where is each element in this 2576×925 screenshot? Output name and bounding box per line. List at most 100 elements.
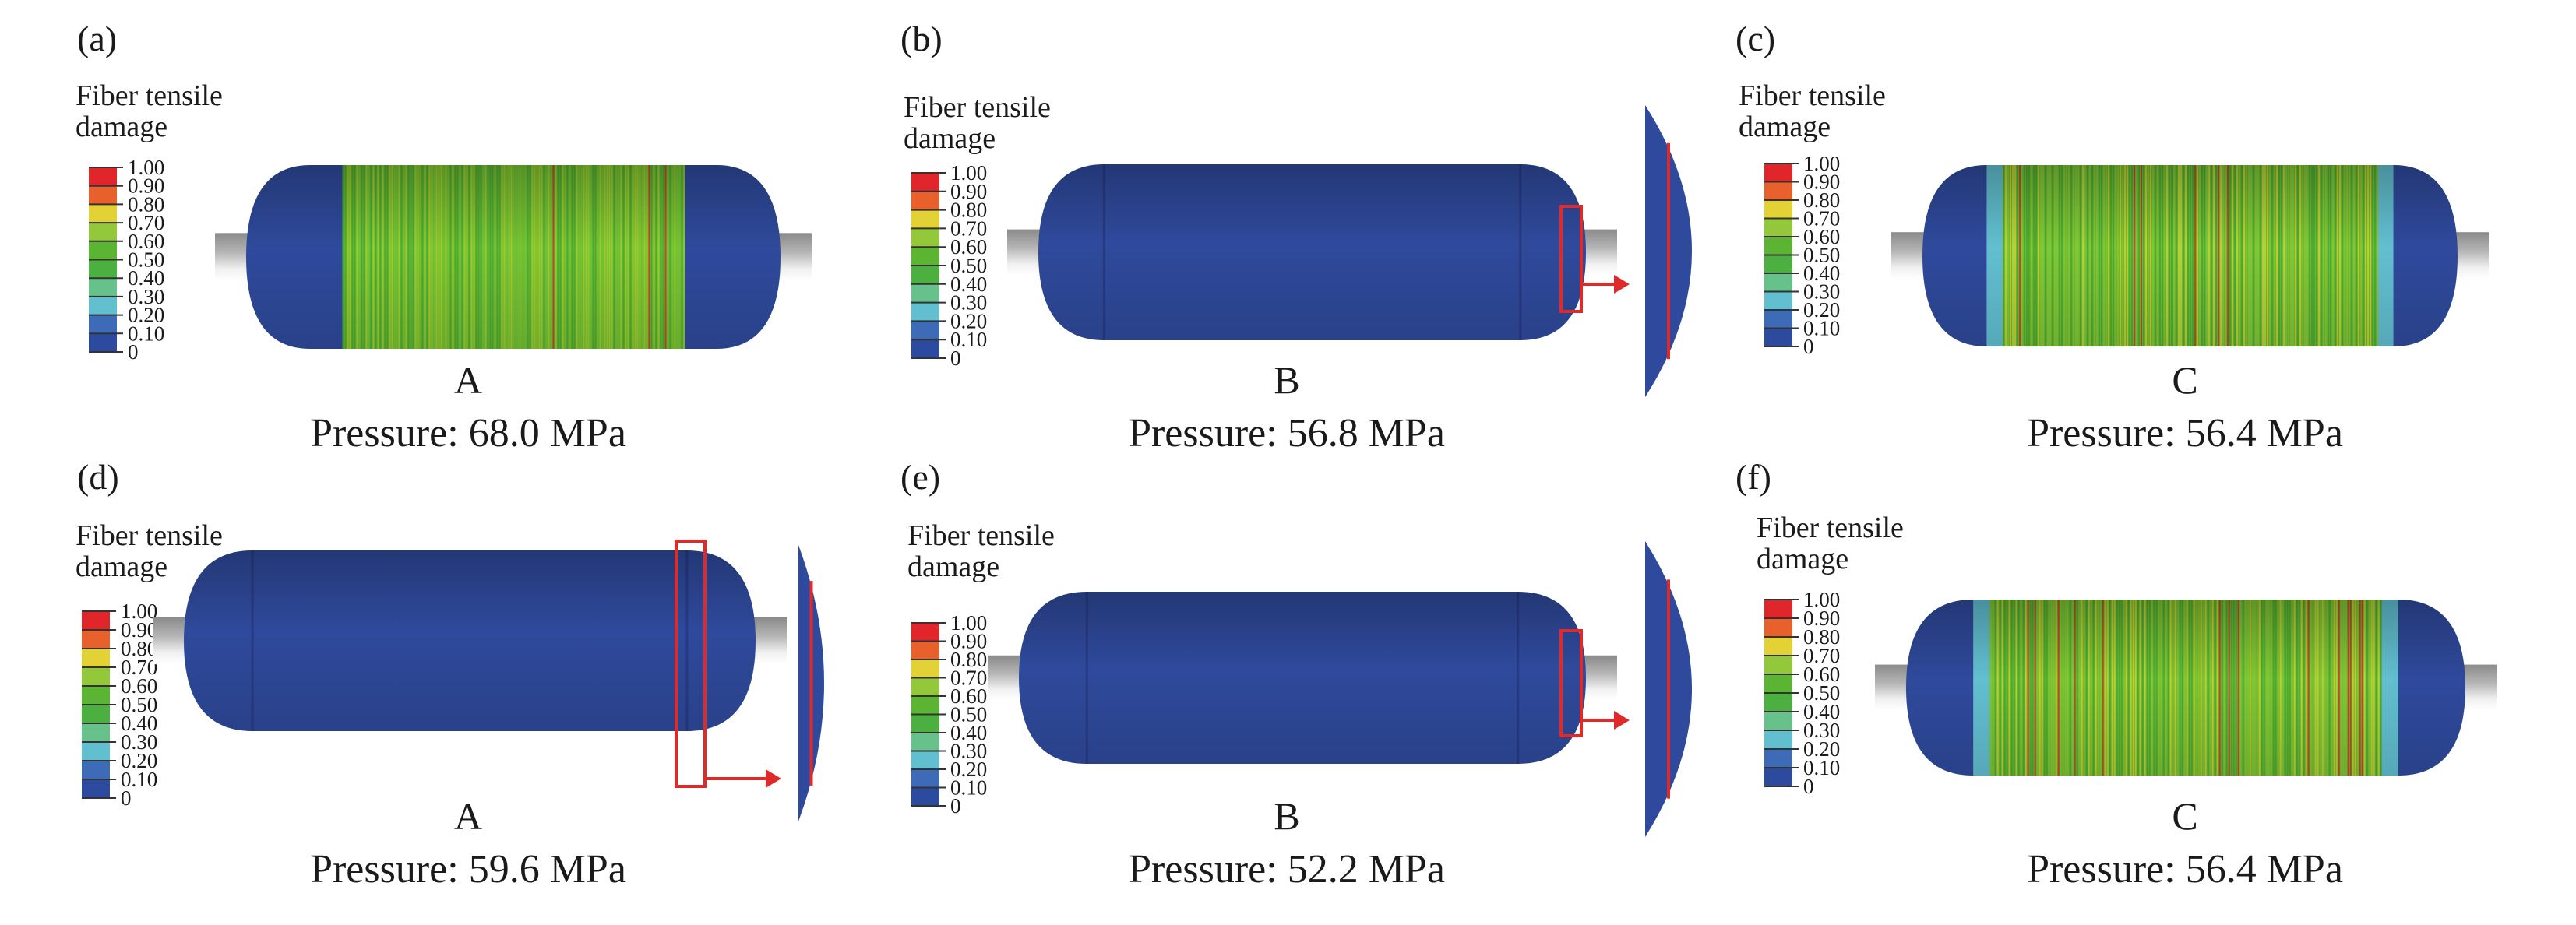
colorbar-band [911,623,939,642]
panel-d: (d)Fiber tensiledamage1.000.900.800.700.… [76,457,824,892]
panel-label: (d) [77,457,119,497]
colorbar-band [911,283,939,304]
colorbar-band [911,769,939,788]
colorbar-band [82,667,110,687]
colorbar-band [82,742,110,761]
colorbar-tick-label: 0.20 [121,749,157,772]
arrow-head [766,769,781,788]
tank-surface [1019,592,1586,764]
tank-B [988,592,1617,764]
colorbar-tick-label: 0.10 [121,768,157,791]
colorbar-band [1764,768,1792,787]
colorbar-band [1764,310,1792,329]
colorbar-tick-label: 0.40 [1803,700,1840,723]
colorbar-band [89,241,117,260]
legend-title-line1: Fiber tensile [907,519,1055,552]
colorbar-band [82,779,110,799]
tank-label: A [454,358,482,402]
colorbar-band [89,204,117,223]
tank-A [153,550,787,731]
tank-surface [184,550,756,731]
colorbar-tick-label: 0 [1803,775,1814,798]
tank-shading [1019,592,1586,764]
colorbar-tick-label: 0.60 [128,230,164,253]
arrow-head [1614,711,1630,730]
colorbar-band [1764,181,1792,201]
colorbar-band [89,315,117,334]
colorbar-tick-label: 1.00 [950,161,987,185]
colorbar-tick-label: 0.90 [1803,171,1840,194]
legend-title-line2: damage [904,122,996,155]
tank-B [1007,164,1617,340]
colorbar-band [1764,749,1792,768]
tank-label: A [454,794,482,838]
colorbar-tick-label: 0.90 [950,180,987,203]
colorbar-band [82,630,110,649]
colorbar-band [1764,255,1792,274]
colorbar-band [1764,618,1792,638]
colorbar-tick-label: 0.90 [1803,607,1840,630]
pressure-label: Pressure: 56.8 MPa [1129,411,1445,455]
colorbar-band [89,278,117,297]
colorbar-band [82,649,110,668]
legend-title-line1: Fiber tensile [76,519,223,552]
tank-C [1891,165,2489,346]
colorbar-tick-label: 1.00 [121,600,157,623]
colorbar-tick-label: 1.00 [950,611,987,635]
colorbar-tick-label: 0.80 [1803,625,1840,649]
colorbar-band [1764,712,1792,731]
colorbar-tick-label: 0.20 [950,309,987,332]
colorbar: 1.000.900.800.700.600.500.400.300.200.10… [82,600,157,810]
colorbar: 1.000.900.800.700.600.500.400.300.200.10… [1764,152,1840,358]
colorbar-band [1764,693,1792,712]
colorbar-tick-label: 0.10 [1803,756,1840,779]
colorbar-band [89,296,117,316]
colorbar-tick-label: 0.60 [121,674,157,698]
colorbar-band [89,185,117,205]
colorbar-band [1764,637,1792,656]
panel-label: (e) [900,457,940,497]
colorbar-band [911,228,939,248]
colorbar-band [911,659,939,678]
legend-title-line2: damage [1739,111,1831,143]
colorbar-band [911,247,939,266]
colorbar-band [1764,674,1792,694]
colorbar-band [911,733,939,751]
colorbar-tick-label: 0.40 [950,721,987,744]
colorbar-tick-label: 0.50 [1803,244,1840,267]
colorbar-tick-label: 0.70 [1803,644,1840,667]
colorbar-band [89,333,117,353]
tank-surface [1906,600,2465,776]
colorbar: 1.000.900.800.700.600.500.400.300.200.10… [911,611,987,818]
pressure-label: Pressure: 59.6 MPa [310,847,626,892]
colorbar: 1.000.900.800.700.600.500.400.300.200.10… [89,156,164,364]
colorbar-tick-label: 0.80 [121,637,157,660]
colorbar-tick-label: 0.10 [1803,317,1840,340]
colorbar-band [911,266,939,285]
pressure-label: Pressure: 56.4 MPa [2027,411,2343,455]
tank-surface [246,165,781,349]
panel-f: (f)Fiber tensiledamage1.000.900.800.700.… [1736,457,2497,892]
panel-label: (c) [1736,19,1775,58]
tank-label: C [2172,794,2197,838]
tank-C [1875,600,2497,776]
tank-surface [1922,165,2458,346]
colorbar-band [82,723,110,743]
colorbar-band [1764,328,1792,347]
colorbar-band [89,259,117,279]
colorbar-tick-label: 0.30 [121,730,157,754]
colorbar-tick-label: 0.30 [128,285,164,308]
colorbar-band [911,191,939,211]
colorbar-tick-label: 0.60 [950,684,987,708]
tank-label: B [1274,358,1299,402]
colorbar-band [1764,200,1792,219]
colorbar-band [911,173,939,192]
colorbar-tick-label: 0.70 [128,211,164,234]
colorbar-band [911,209,939,229]
colorbar-band [1764,164,1792,182]
colorbar-tick-label: 0 [121,786,132,810]
colorbar-tick-label: 0 [950,794,961,818]
colorbar-tick-label: 0.30 [950,740,987,763]
colorbar-tick-label: 0.60 [950,235,987,259]
